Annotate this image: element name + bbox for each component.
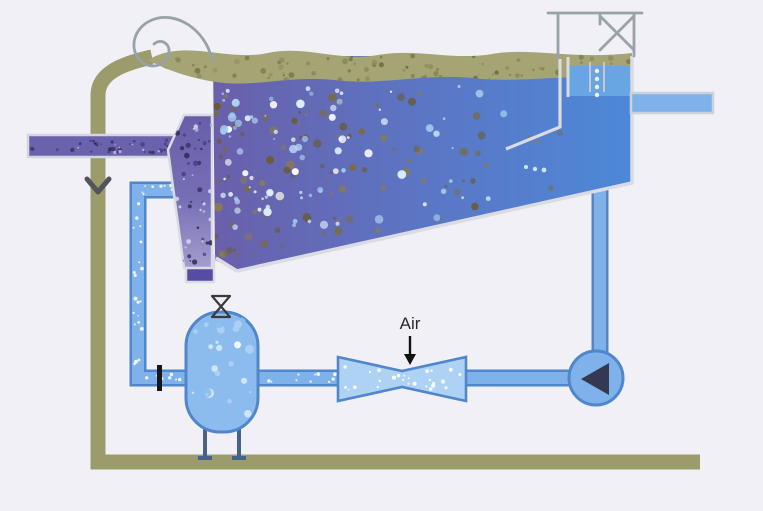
venturi-bubbles [343, 365, 462, 391]
recycle-valve-tick [157, 365, 162, 391]
recycle-pipe [129, 181, 344, 387]
air-label: Air [400, 314, 421, 333]
venturi-injector [336, 355, 468, 403]
saturator-valve-icon [210, 294, 232, 319]
tank-right-bubbles [524, 165, 547, 173]
tank-air-bubbles [220, 85, 508, 230]
inlet-chamber [166, 113, 214, 270]
influent-particles [30, 138, 170, 155]
skimmer-frame [546, 11, 644, 60]
tank-floc-particles [213, 91, 563, 258]
inlet-chamber-particles [173, 122, 212, 265]
effluent-pipe [629, 91, 715, 115]
air-arrow-icon [404, 336, 416, 365]
effluent-baffle [505, 59, 562, 151]
effluent-diffuser-dots [594, 68, 600, 98]
scum-beach-scroll [132, 16, 214, 68]
effluent-weir-box [505, 57, 630, 151]
tank-outline [215, 56, 634, 273]
tank-water [213, 56, 632, 271]
pump [567, 349, 625, 407]
recycle-pipe-bubbles [132, 183, 337, 384]
saturator-vessel [184, 310, 260, 434]
sludge-flow-arrow-icon [84, 176, 112, 195]
scum-layer [148, 50, 632, 84]
flotation-tank [213, 56, 632, 271]
pump-rotor-icon [581, 363, 609, 395]
influent-pipe [26, 133, 178, 159]
saturator-legs [198, 428, 246, 460]
